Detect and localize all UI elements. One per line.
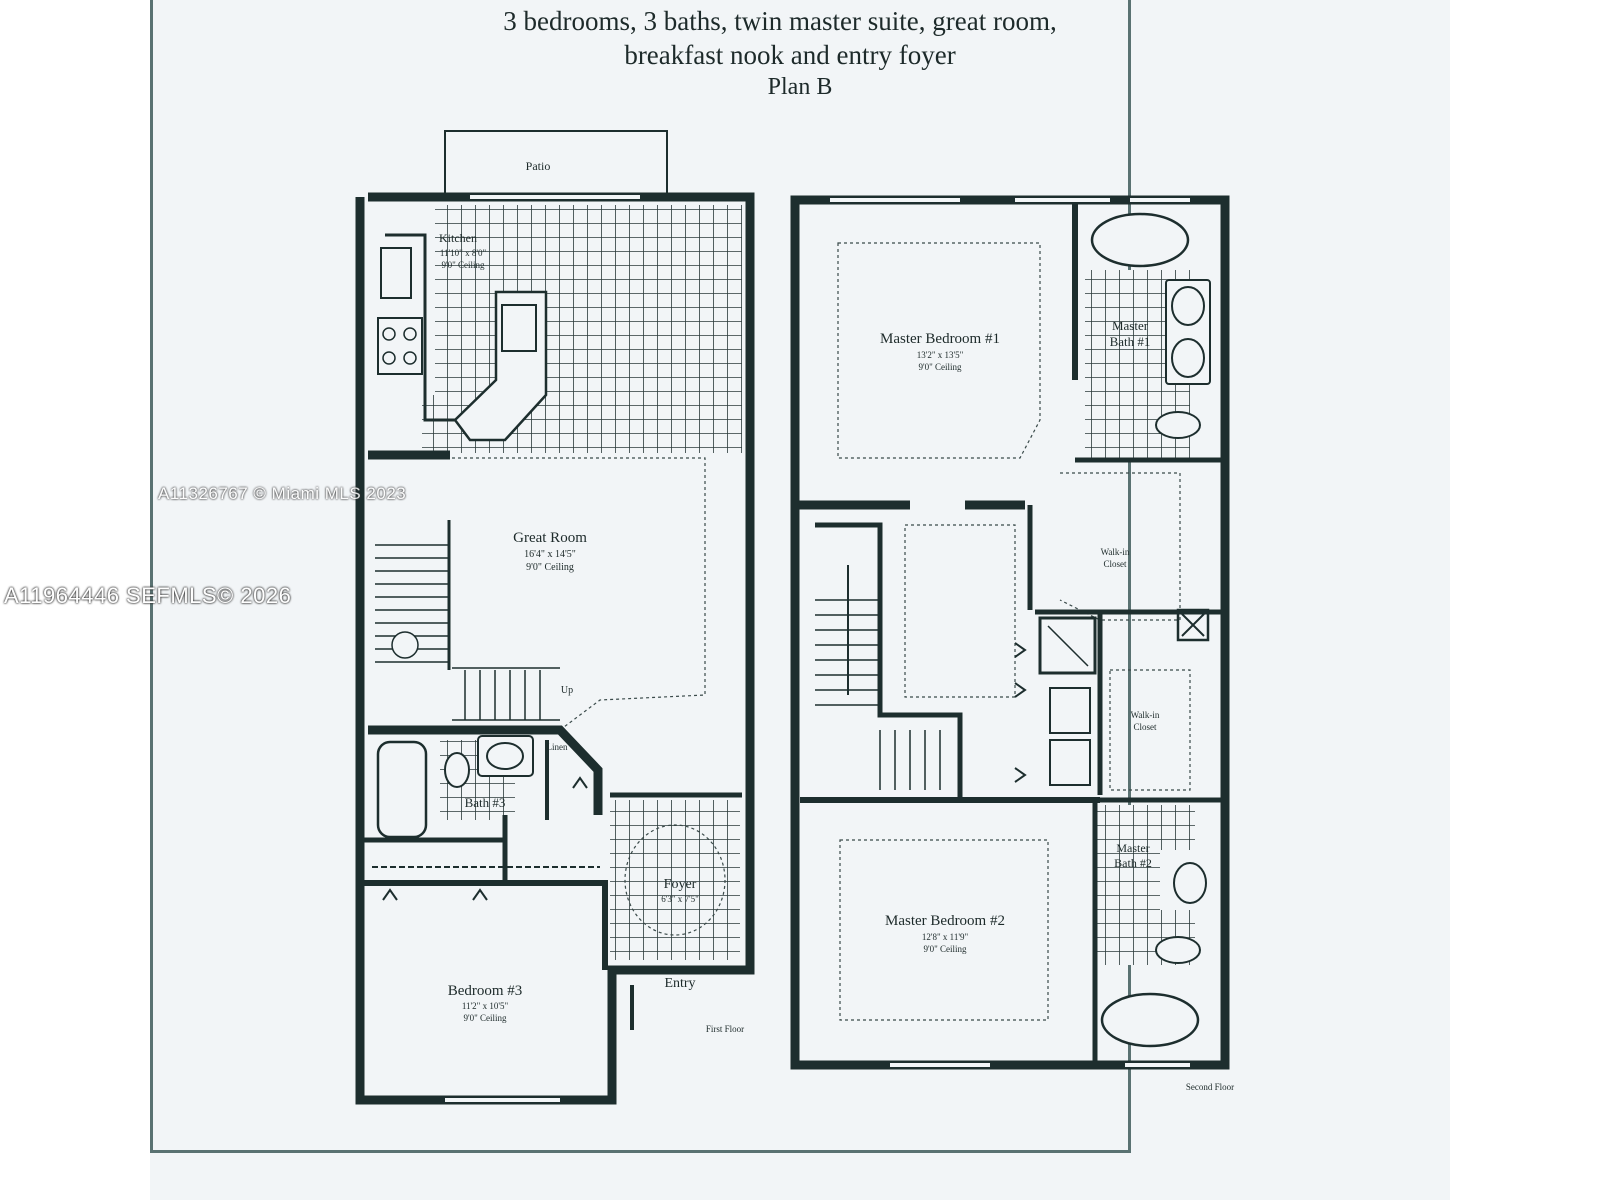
sink-bath3 <box>486 742 524 770</box>
master-bedroom1-dims: 13'2" x 13'5" <box>917 350 964 360</box>
stairs-up-label: Up <box>561 685 573 696</box>
master-bedroom2-dims: 12'8" x 11'9" <box>922 932 969 942</box>
bedroom3-ceiling: 9'0" Ceiling <box>463 1013 507 1023</box>
linen-label: Linen <box>547 742 568 752</box>
master-bedroom2-ceiling: 9'0" Ceiling <box>923 944 967 954</box>
foyer-label: Foyer <box>664 877 697 892</box>
walkin1-label-1: Walk-in <box>1101 547 1130 557</box>
great-room-ceiling: 9'0" Ceiling <box>526 562 574 573</box>
walkin2-label-2: Closet <box>1133 722 1157 732</box>
first-floor-plan <box>355 130 755 1105</box>
first-floor-stairs <box>375 520 560 721</box>
walkin1-label-2: Closet <box>1103 559 1127 569</box>
master-bedroom1-label: Master Bedroom #1 <box>880 331 1000 347</box>
kitchen-dims: 11'10" x 8'0" <box>440 248 487 258</box>
bath3-label: Bath #3 <box>465 795 506 810</box>
toilet-bath3 <box>444 752 470 788</box>
master-bath2-label-1: Master <box>1116 841 1149 855</box>
master-bath2-label-2: Bath #2 <box>1114 856 1152 870</box>
watermark-secondary: A11326767 © Miami MLS 2023 <box>158 484 407 503</box>
master-bedroom2-label: Master Bedroom #2 <box>885 913 1005 929</box>
master-bath1-label-1: Master <box>1112 318 1149 333</box>
patio-label: Patio <box>526 159 551 173</box>
master-bath1-tub <box>1090 212 1190 268</box>
title-line-1: 3 bedrooms, 3 baths, twin master suite, … <box>503 6 1057 36</box>
first-floor-label: First Floor <box>706 1024 744 1034</box>
great-room-label: Great Room <box>513 530 587 546</box>
plan-name: Plan B <box>767 74 833 100</box>
bedroom3-label: Bedroom #3 <box>448 983 523 999</box>
watermark-primary: A11964446 SEFMLS© 2026 <box>4 583 292 608</box>
bedroom3-dims: 11'2" x 10'5" <box>462 1001 509 1011</box>
patio-outline <box>444 130 668 196</box>
master-bath1-label-2: Bath #1 <box>1110 334 1151 349</box>
foyer-tile-floor <box>610 800 740 960</box>
master-bath1-toilet <box>1155 411 1201 439</box>
second-floor-plan <box>790 195 1230 1070</box>
title-line-2: breakfast nook and entry foyer <box>624 40 956 70</box>
foyer-dims: 6'3" x 7'5" <box>661 894 699 904</box>
bathtub-bath3 <box>376 740 428 839</box>
stove <box>377 317 423 375</box>
linen-closet-box <box>1038 616 1097 675</box>
great-room-dims: 16'4" x 14'5" <box>524 549 576 560</box>
second-floor-label: Second Floor <box>1186 1082 1234 1092</box>
master-bath2-tub <box>1100 992 1200 1048</box>
kitchen-ceiling: 9'0" Ceiling <box>441 260 485 270</box>
water-heater <box>391 631 419 659</box>
master-bath2-toilet <box>1155 936 1201 964</box>
first-floor-walls <box>355 192 755 1105</box>
refrigerator <box>380 247 412 299</box>
dryer <box>1049 739 1091 786</box>
kitchen-label: Kitchen <box>439 231 477 245</box>
master-bath2-sink <box>1173 862 1207 904</box>
sheet-border <box>150 0 1131 1153</box>
master-bedroom1-ceiling: 9'0" Ceiling <box>918 362 962 372</box>
walkin2-label-1: Walk-in <box>1131 710 1160 720</box>
washer <box>1049 687 1091 734</box>
entry-label: Entry <box>664 976 695 991</box>
kitchen-sink <box>501 304 537 352</box>
second-floor-stairs <box>815 565 941 790</box>
